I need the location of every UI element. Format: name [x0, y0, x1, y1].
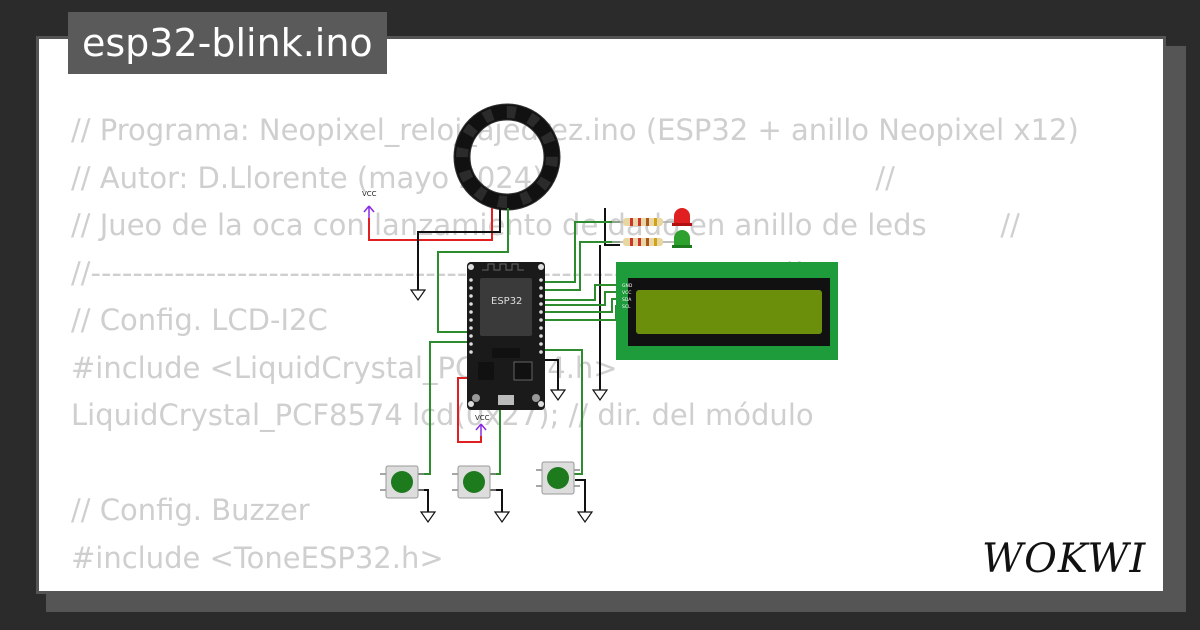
lcd-pin-label: GND	[622, 283, 633, 289]
wokwi-logo-text: WOKWI	[982, 536, 1146, 580]
resistor[interactable]	[612, 218, 678, 226]
code-line: #include <ToneESP32.h>	[71, 540, 444, 575]
led-red[interactable]	[672, 208, 692, 226]
push-button[interactable]	[452, 465, 496, 499]
lcd-pin-label: SDA	[622, 297, 632, 303]
code-line: // Config. LCD-I2C	[71, 303, 328, 337]
code-line: // Jueo de la oca con lanzamiento de dad…	[71, 208, 1020, 242]
vcc-symbol: VCC	[362, 190, 377, 218]
push-button[interactable]	[380, 465, 424, 499]
code-line: // Config. Buzzer	[71, 493, 310, 527]
svg-text:VCC: VCC	[362, 190, 377, 198]
lcd-display[interactable]: GND VCC SDA SCL	[616, 262, 838, 360]
esp32-board[interactable]: ESP32	[467, 262, 545, 410]
power-wires	[368, 208, 493, 443]
push-button[interactable]	[536, 461, 580, 495]
code-line: LiquidCrystal_PCF8574 lcd(0x27); // dir.…	[71, 398, 814, 432]
svg-text:VCC: VCC	[475, 414, 490, 422]
wokwi-logo[interactable]: WOKWI	[980, 534, 1150, 580]
ground-wires	[417, 208, 620, 512]
led-green[interactable]	[672, 230, 692, 248]
mcu-label: ESP32	[491, 296, 522, 307]
code-line: // Programa: Neopixel_reloj_ajedrez.ino …	[71, 113, 1079, 147]
code-line: #include <LiquidCrystal_PCF8574.h>	[71, 350, 618, 385]
vcc-symbol: VCC	[475, 414, 490, 436]
ground-symbol	[409, 289, 609, 524]
neopixel-ring[interactable]	[453, 103, 561, 211]
project-title[interactable]: esp32-blink.ino	[68, 12, 387, 74]
lcd-pin-label: SCL	[622, 304, 631, 310]
lcd-pin-label: VCC	[622, 290, 631, 296]
code-line: #define BUZZER_PIN 14	[71, 582, 1079, 591]
resistor[interactable]	[612, 238, 678, 246]
